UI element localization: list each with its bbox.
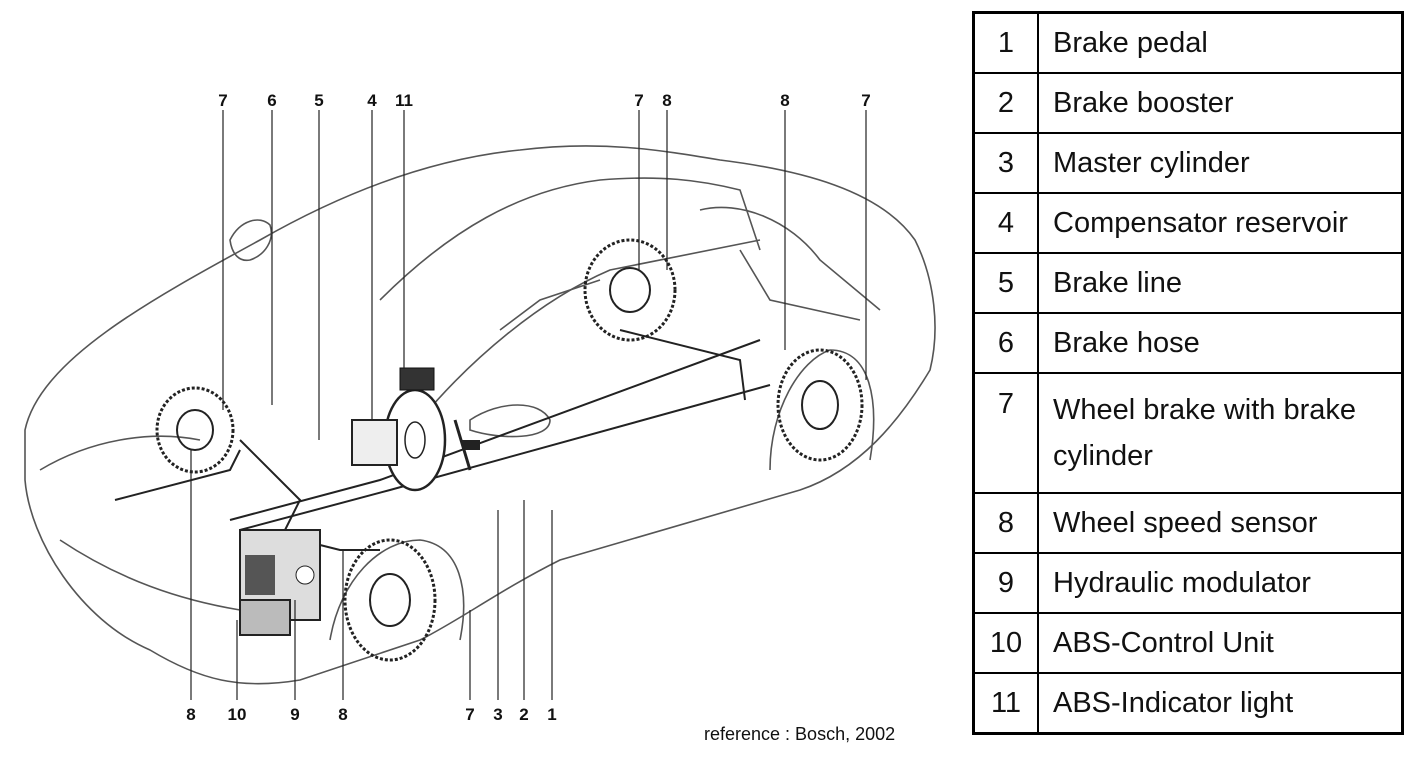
callout-7: 7 — [465, 705, 474, 724]
callout-11: 11 — [395, 91, 413, 110]
callout-10: 10 — [228, 705, 247, 724]
front-right-disc — [343, 538, 437, 662]
legend-label: Master cylinder — [1037, 132, 1404, 194]
legend-number: 2 — [972, 72, 1039, 134]
reference-caption: reference : Bosch, 2002 — [704, 724, 896, 744]
hydraulic-modulator — [239, 529, 321, 621]
legend-number: 3 — [972, 132, 1039, 194]
leader-lines — [190, 110, 867, 700]
front-left-disc — [155, 386, 235, 474]
callout-1: 1 — [547, 705, 556, 724]
car-outline — [24, 145, 936, 685]
legend-label: Compensator reservoir — [1037, 192, 1404, 254]
legend-number: 9 — [972, 552, 1039, 614]
brake-system-diagram: 7 6 5 4 11 7 8 8 7 8 10 9 8 7 3 2 1 — [24, 91, 936, 724]
legend-number: 7 — [972, 372, 1039, 494]
legend-number: 5 — [972, 252, 1039, 314]
legend-number: 10 — [972, 612, 1039, 674]
legend-number: 1 — [972, 11, 1039, 74]
wheel-brakes — [155, 238, 864, 662]
callout-2: 2 — [519, 705, 528, 724]
callout-8: 8 — [338, 705, 347, 724]
rear-right-disc — [776, 348, 864, 462]
legend-number: 4 — [972, 192, 1039, 254]
legend-label: ABS-Indicator light — [1037, 672, 1404, 735]
abs-control-unit — [239, 599, 291, 636]
master-cylinder — [351, 419, 398, 466]
callout-6: 6 — [267, 91, 276, 110]
legend-label: Hydraulic modulator — [1037, 552, 1404, 614]
callout-7: 7 — [634, 91, 643, 110]
legend-label: Wheel speed sensor — [1037, 492, 1404, 554]
top-callouts: 7 6 5 4 11 7 8 8 7 — [218, 91, 870, 110]
legend-label: Brake line — [1037, 252, 1404, 314]
legend-label: Brake pedal — [1037, 11, 1404, 74]
callout-3: 3 — [493, 705, 502, 724]
legend-number: 8 — [972, 492, 1039, 554]
legend-label: Brake booster — [1037, 72, 1404, 134]
legend-number: 11 — [972, 672, 1039, 735]
callout-8: 8 — [780, 91, 789, 110]
callout-4: 4 — [367, 91, 377, 110]
callout-7: 7 — [218, 91, 227, 110]
callout-5: 5 — [314, 91, 323, 110]
abs-indicator-light — [399, 367, 435, 391]
legend-label: Brake hose — [1037, 312, 1404, 374]
callout-8: 8 — [662, 91, 671, 110]
brake-pedal — [453, 419, 480, 471]
legend-label: Wheel brake with brake cylinder — [1037, 372, 1404, 494]
callout-8: 8 — [186, 705, 195, 724]
legend-number: 6 — [972, 312, 1039, 374]
legend-label: ABS-Control Unit — [1037, 612, 1404, 674]
bottom-callouts: 8 10 9 8 7 3 2 1 — [186, 705, 556, 724]
callout-9: 9 — [290, 705, 299, 724]
callout-7: 7 — [861, 91, 870, 110]
rear-left-disc — [583, 238, 677, 342]
